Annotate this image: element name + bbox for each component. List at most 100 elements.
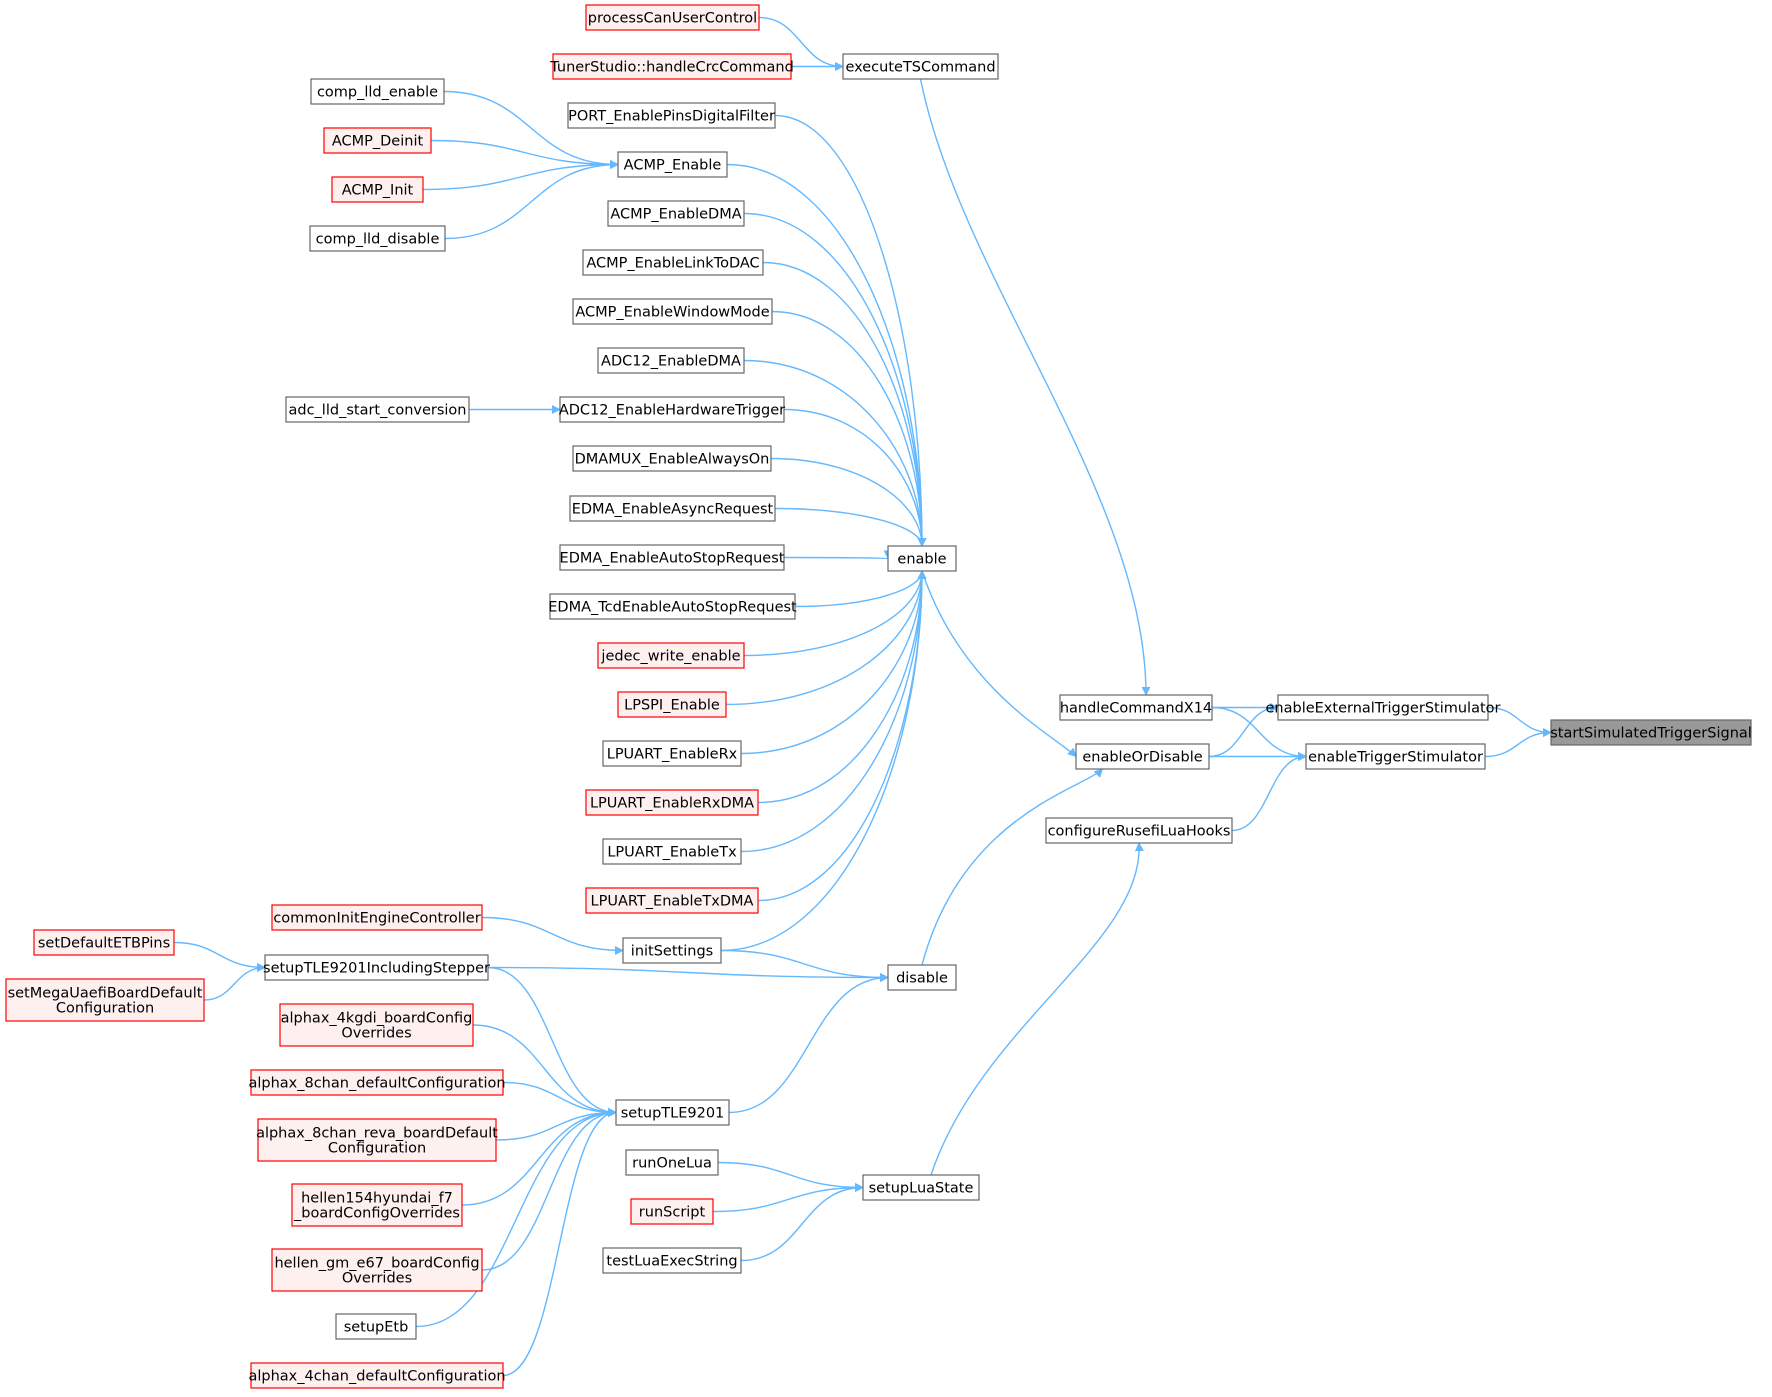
edge-EDMA_EnableAsyncRequest-to-enable (774, 507, 927, 547)
edge-PORT_EnablePinsDigitalFilter-to-enable (774, 114, 927, 547)
edge-enableExternalTriggerStimulator-to-startSimulatedTriggerSignal (1487, 706, 1552, 737)
node-commonInitEngineController[interactable]: commonInitEngineController (271, 904, 483, 931)
node-label: Overrides (342, 1271, 412, 1287)
node-alphax_4chan_defaultConfiguration[interactable]: alphax_4chan_defaultConfiguration (248, 1362, 506, 1389)
node-alphax_8chan_defaultConfiguration[interactable]: alphax_8chan_defaultConfiguration (248, 1069, 506, 1096)
node-ACMP_Enable[interactable]: ACMP_Enable (617, 151, 728, 178)
node-PORT_EnablePinsDigitalFilter[interactable]: PORT_EnablePinsDigitalFilter (567, 102, 776, 129)
node-startSimulatedTriggerSignal[interactable]: startSimulatedTriggerSignal (1550, 719, 1752, 746)
edge-setupTLE9201-to-disable (728, 973, 889, 1114)
edge-setDefaultETBPins-to-setupTLE9201IncludingStepper (173, 941, 266, 972)
node-label: PORT_EnablePinsDigitalFilter (568, 109, 775, 125)
node-EDMA_EnableAsyncRequest[interactable]: EDMA_EnableAsyncRequest (569, 495, 776, 522)
node-executeTSCommand[interactable]: executeTSCommand (842, 53, 999, 80)
node-hellen_gm_e67[interactable]: hellen_gm_e67_boardConfigOverrides (271, 1248, 483, 1292)
node-comp_lld_disable[interactable]: comp_lld_disable (309, 225, 446, 252)
node-adc_lld_start_conversion[interactable]: adc_lld_start_conversion (285, 396, 470, 423)
edges (173, 16, 1552, 1377)
node-LPUART_EnableRxDMA[interactable]: LPUART_EnableRxDMA (585, 789, 759, 816)
node-box (559, 544, 785, 571)
node-configureRusefiLuaHooks[interactable]: configureRusefiLuaHooks (1045, 817, 1233, 844)
edge-ACMP_Init-to-ACMP_Enable (422, 160, 619, 191)
node-runScript[interactable]: runScript (630, 1198, 714, 1225)
node-box (1045, 817, 1233, 844)
node-hellen154hyundai[interactable]: hellen154hyundai_f7_boardConfigOverrides (291, 1183, 463, 1227)
node-LPUART_EnableRx[interactable]: LPUART_EnableRx (602, 740, 742, 767)
node-box (585, 887, 759, 914)
node-setupEtb[interactable]: setupEtb (335, 1313, 417, 1340)
node-enableExternalTriggerStimulator[interactable]: enableExternalTriggerStimulator (1266, 694, 1501, 721)
node-ACMP_EnableLinkToDAC[interactable]: ACMP_EnableLinkToDAC (582, 249, 764, 276)
node-alphax_8chan_reva[interactable]: alphax_8chan_reva_boardDefaultConfigurat… (256, 1118, 498, 1162)
edge-setupTLE9201IncludingStepper-to-disable (487, 966, 889, 982)
node-box (842, 53, 999, 80)
node-processCanUserControl[interactable]: processCanUserControl (585, 4, 760, 31)
node-label: Overrides (341, 1026, 411, 1042)
node-label: alphax_8chan_reva_boardDefault (256, 1126, 498, 1142)
edge-DMAMUX_EnableAlwaysOn-to-enable (770, 457, 927, 547)
node-LPUART_EnableTxDMA[interactable]: LPUART_EnableTxDMA (585, 887, 759, 914)
node-ACMP_EnableDMA[interactable]: ACMP_EnableDMA (607, 200, 745, 227)
node-box (1305, 743, 1486, 770)
node-box (1550, 719, 1752, 746)
node-box (617, 691, 727, 718)
node-enable[interactable]: enable (887, 545, 957, 572)
node-handleCrcCommand[interactable]: TunerStudio::handleCrcCommand (549, 53, 794, 80)
node-DMAMUX_EnableAlwaysOn[interactable]: DMAMUX_EnableAlwaysOn (572, 445, 772, 472)
node-initSettings[interactable]: initSettings (622, 937, 722, 964)
node-box (279, 1003, 474, 1047)
node-handleCommandX14[interactable]: handleCommandX14 (1059, 694, 1213, 721)
node-ADC12_EnableHardwareTrigger[interactable]: ADC12_EnableHardwareTrigger (559, 396, 785, 423)
node-label: LPSPI_Enable (624, 698, 720, 714)
node-ACMP_EnableWindowMode[interactable]: ACMP_EnableWindowMode (572, 298, 773, 325)
node-alphax_4kgdi[interactable]: alphax_4kgdi_boardConfigOverrides (279, 1003, 474, 1047)
node-box (572, 445, 772, 472)
node-setDefaultETBPins[interactable]: setDefaultETBPins (33, 929, 175, 956)
node-EDMA_EnableAutoStopRequest[interactable]: EDMA_EnableAutoStopRequest (559, 544, 785, 571)
edge-LPUART_EnableTx-to-enable (740, 570, 927, 853)
edge-executeTSCommand-to-handleCommandX14 (919, 78, 1151, 696)
node-ACMP_Deinit[interactable]: ACMP_Deinit (323, 127, 432, 154)
node-LPSPI_Enable[interactable]: LPSPI_Enable (617, 691, 727, 718)
node-LPUART_EnableTx[interactable]: LPUART_EnableTx (602, 838, 742, 865)
node-box (331, 176, 424, 203)
nodes: startSimulatedTriggerSignal enableExterna… (5, 4, 1752, 1389)
node-box (1059, 694, 1213, 721)
node-label: TunerStudio::handleCrcCommand (549, 60, 794, 76)
node-label: LPUART_EnableTx (607, 845, 737, 861)
node-enableOrDisable[interactable]: enableOrDisable (1075, 743, 1210, 770)
node-label: alphax_8chan_defaultConfiguration (248, 1076, 505, 1092)
node-setupTLE9201[interactable]: setupTLE9201 (615, 1099, 730, 1126)
node-label: setupTLE9201 (621, 1106, 725, 1122)
node-runOneLua[interactable]: runOneLua (625, 1149, 719, 1176)
node-box (1277, 694, 1489, 721)
edge-setupEtb-to-setupTLE9201 (415, 1108, 617, 1328)
node-box (335, 1313, 417, 1340)
node-enableTriggerStimulator[interactable]: enableTriggerStimulator (1305, 743, 1486, 770)
node-disable[interactable]: disable (887, 964, 957, 991)
node-label: comp_lld_enable (317, 85, 438, 101)
node-label: EDMA_EnableAsyncRequest (572, 502, 774, 518)
edge-ADC12_EnableDMA-to-enable (743, 359, 927, 547)
node-ACMP_Init[interactable]: ACMP_Init (331, 176, 424, 203)
edge-disable-to-enableOrDisable (921, 768, 1104, 966)
node-box (622, 937, 722, 964)
edge-comp_lld_disable-to-ACMP_Enable (444, 160, 619, 240)
node-label: jedec_write_enable (600, 649, 740, 665)
node-jedec_write_enable[interactable]: jedec_write_enable (597, 642, 745, 669)
node-EDMA_TcdEnableAutoStopRequest[interactable]: EDMA_TcdEnableAutoStopRequest (548, 593, 797, 620)
node-box (285, 396, 470, 423)
node-ADC12_EnableDMA[interactable]: ADC12_EnableDMA (597, 347, 745, 374)
node-label: executeTSCommand (845, 60, 995, 76)
edge-enableTriggerStimulator-to-startSimulatedTriggerSignal (1484, 728, 1552, 758)
node-label: ACMP_EnableLinkToDAC (586, 256, 759, 272)
edge-LPUART_EnableTxDMA-to-enable (757, 570, 927, 902)
node-label: enableTriggerStimulator (1308, 750, 1483, 766)
node-testLuaExecString[interactable]: testLuaExecString (602, 1247, 742, 1274)
node-setupLuaState[interactable]: setupLuaState (862, 1174, 980, 1201)
edge-EDMA_TcdEnableAutoStopRequest-to-enable (794, 570, 927, 608)
node-comp_lld_enable[interactable]: comp_lld_enable (310, 78, 445, 105)
node-label: adc_lld_start_conversion (289, 403, 467, 419)
node-setupTLE9201IncludingStepper[interactable]: setupTLE9201IncludingStepper (263, 954, 490, 981)
